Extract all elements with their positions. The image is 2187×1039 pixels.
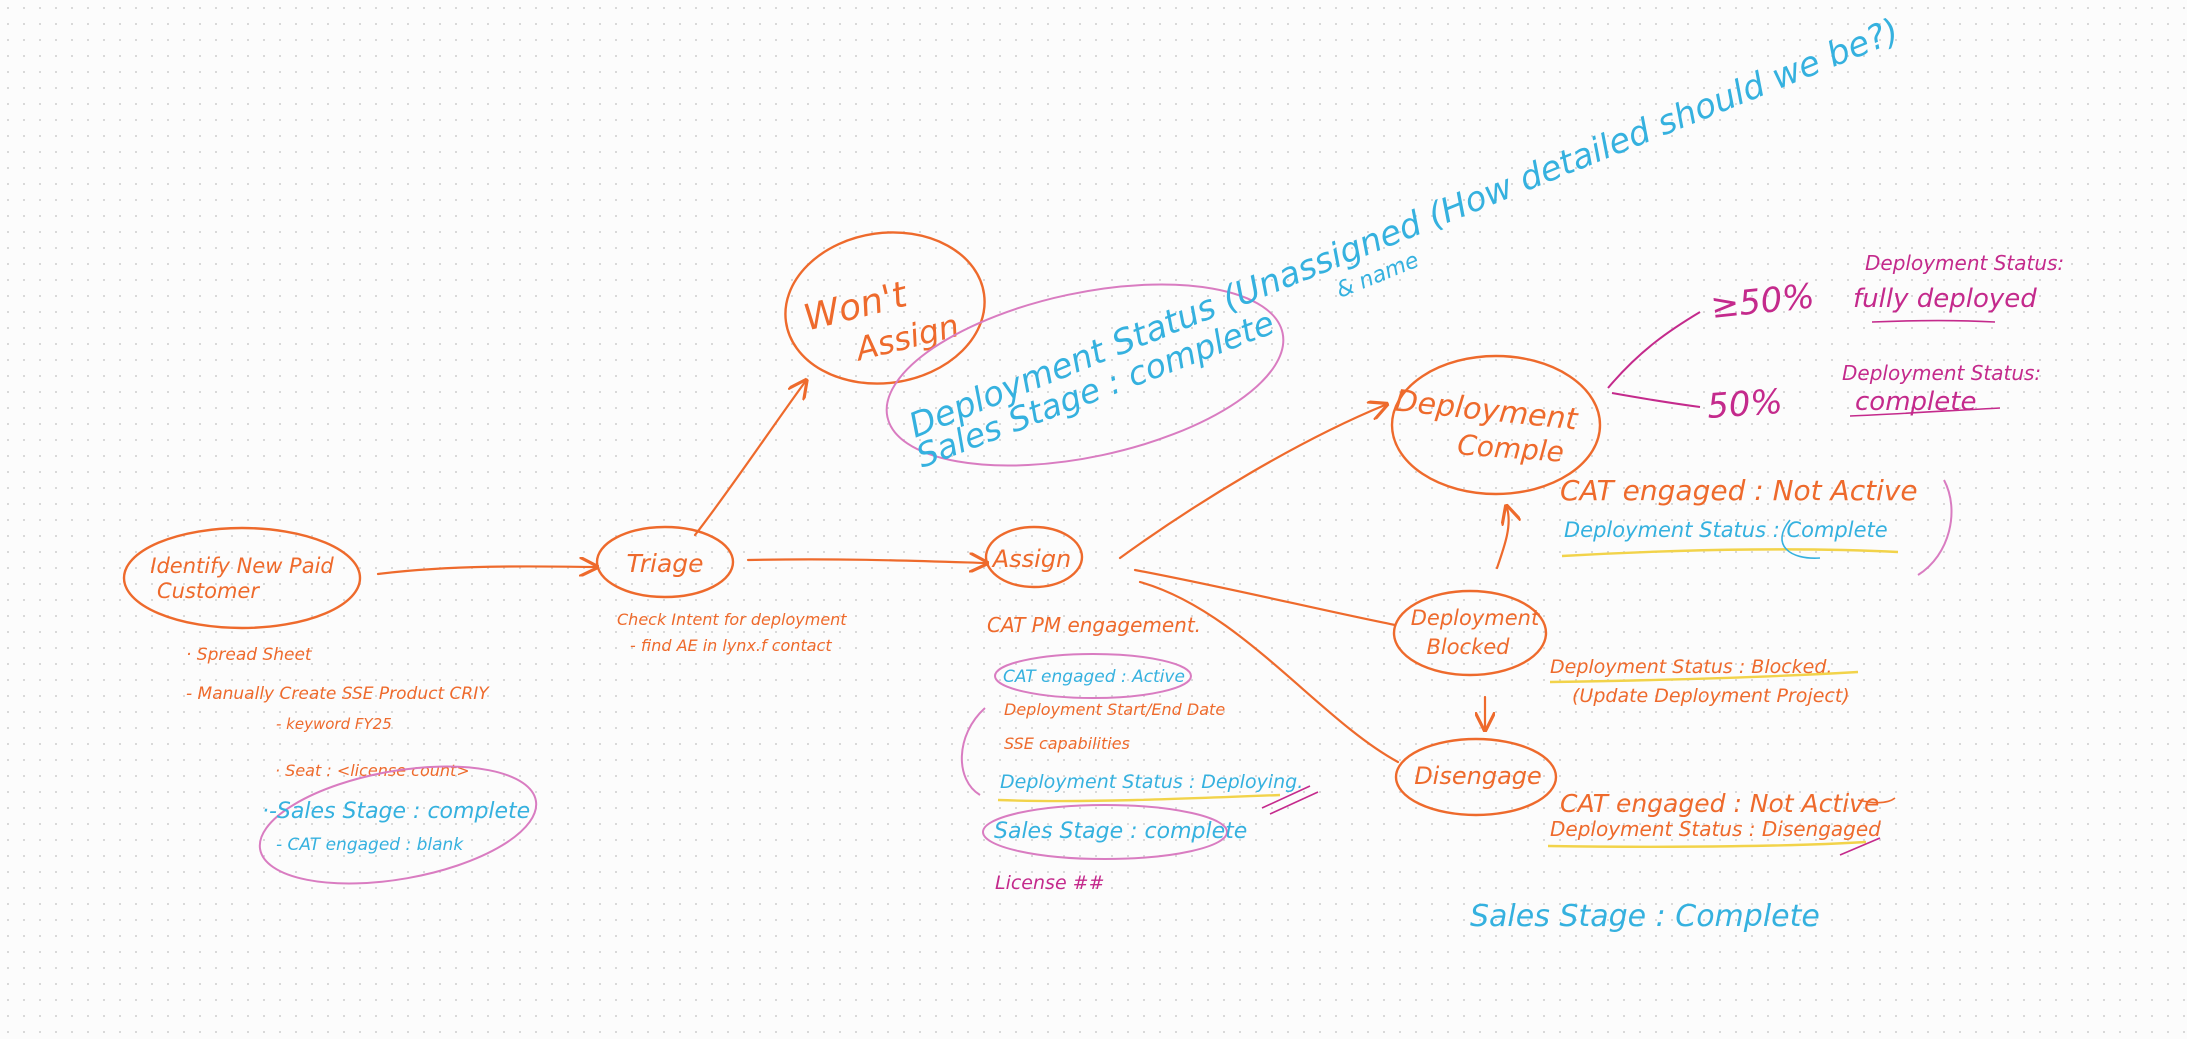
assign-deployment-status: Deployment Status : Deploying. xyxy=(1000,771,1303,793)
identify-highlight-circle xyxy=(258,765,538,885)
wont-assign-highlight-circle xyxy=(885,283,1285,467)
identify-notes: · Spread Sheet - Manually Create SSE Pro… xyxy=(186,645,538,885)
node-identify-label-line1: Identify New Paid xyxy=(150,554,334,578)
assign-sales-highlight-circle xyxy=(982,804,1228,860)
disengage-cat-engaged: CAT engaged : Not Active xyxy=(1560,789,1879,818)
percent-branches: ≥50% 50% Deployment Status: fully deploy… xyxy=(1607,251,2064,427)
identify-note-2: - Manually Create SSE Product CRIY xyxy=(186,684,490,704)
arrow-blocked-to-complete xyxy=(1495,508,1509,570)
node-identify-label-line2: Customer xyxy=(157,579,260,603)
blocked-status-underline xyxy=(1549,670,1859,684)
complete-bracket xyxy=(1917,479,1953,576)
wont-assign-notes: Deployment Status (Unassigned (How detai… xyxy=(885,11,1905,475)
node-blocked-label-line1: Deployment xyxy=(1411,606,1540,630)
complete-status-mark xyxy=(1781,519,1821,559)
pct-high-status-line1: Deployment Status: xyxy=(1865,251,2064,275)
line-assign-to-blocked xyxy=(1133,568,1397,627)
arrow-identify-to-triage xyxy=(376,566,595,574)
arrow-assign-to-complete xyxy=(1118,405,1385,560)
pct-high-underline xyxy=(1871,319,1996,323)
disengage-cat-mark xyxy=(1857,797,1896,804)
branch-line-low xyxy=(1611,392,1701,408)
disengage-deployment-status: Deployment Status : Disengaged xyxy=(1550,817,1881,841)
branch-line-high xyxy=(1607,311,1701,389)
disengage-notes: CAT engaged : Not Active Deployment Stat… xyxy=(1470,789,1896,934)
node-blocked-label-line2: Blocked xyxy=(1426,635,1510,659)
node-disengage: Disengage xyxy=(1394,737,1558,817)
complete-cat-engaged: CAT engaged : Not Active xyxy=(1560,474,1918,507)
node-deployment-blocked: Deployment Blocked xyxy=(1392,589,1548,677)
pct-low-status-line1: Deployment Status: xyxy=(1842,361,2041,385)
triage-note-1: Check Intent for deployment xyxy=(617,610,847,629)
blocked-update-project: (Update Deployment Project) xyxy=(1572,685,1850,707)
identify-note-1: · Spread Sheet xyxy=(186,645,313,665)
wont-assign-deployment-status: Deployment Status (Unassigned (How detai… xyxy=(903,11,1904,447)
complete-notes: CAT engaged : Not Active Deployment Stat… xyxy=(1560,474,1953,576)
blocked-deployment-status: Deployment Status : Blocked. xyxy=(1550,656,1832,678)
assign-cat-engaged: CAT engaged : Active xyxy=(1003,667,1185,687)
pct-high-status-line2: fully deployed xyxy=(1853,284,2037,314)
percent-low: 50% xyxy=(1706,382,1784,427)
identify-note-3: - keyword FY25 xyxy=(276,715,392,733)
node-assign-label: Assign xyxy=(991,545,1072,573)
arrow-triage-to-assign xyxy=(746,559,985,563)
identify-note-4: · Seat : <license count> xyxy=(275,761,470,780)
assign-status-tick xyxy=(1261,785,1319,815)
node-assign: Assign xyxy=(984,525,1084,589)
assign-sales-stage: Sales Stage : complete xyxy=(994,819,1247,844)
node-disengage-label: Disengage xyxy=(1414,762,1542,790)
assign-notes: CAT PM engagement. CAT engaged : Active … xyxy=(960,613,1319,894)
complete-deployment-status: Deployment Status : Complete xyxy=(1564,518,1888,542)
complete-status-underline xyxy=(1561,548,1899,558)
triage-notes: Check Intent for deployment - find AE in… xyxy=(617,610,847,655)
line-assign-to-disengage xyxy=(1138,580,1400,764)
node-wont-assign: Won't Assign xyxy=(784,231,986,385)
assign-cat-highlight-circle xyxy=(994,653,1192,699)
node-triage-label: Triage xyxy=(626,549,703,578)
node-triage: Triage xyxy=(595,525,735,599)
identify-sales-stage: ·-Sales Stage : complete xyxy=(262,799,530,824)
disengage-status-underline xyxy=(1547,840,1867,848)
assign-license: License ## xyxy=(995,872,1105,894)
arrow-triage-to-wontassign xyxy=(693,382,805,537)
node-identify-new-paid-customer: Identify New Paid Customer xyxy=(122,526,362,630)
assign-dates: Deployment Start/End Date xyxy=(1004,700,1225,719)
disengage-sales-stage: Sales Stage : Complete xyxy=(1470,899,1820,934)
assign-sse-capabilities: SSE capabilities xyxy=(1004,734,1130,753)
node-complete-label-line2: Comple xyxy=(1456,428,1565,468)
assign-bracket xyxy=(960,707,986,796)
disengage-status-tick xyxy=(1839,837,1881,856)
identify-cat-engaged: - CAT engaged : blank xyxy=(276,835,464,855)
assign-title: CAT PM engagement. xyxy=(987,613,1201,637)
triage-note-2: - find AE in lynx.f contact xyxy=(630,636,832,655)
assign-status-underline xyxy=(997,793,1281,803)
pct-low-underline xyxy=(1849,407,2001,417)
blocked-notes: Deployment Status : Blocked. (Update Dep… xyxy=(1549,656,1859,707)
percent-high: ≥50% xyxy=(1709,276,1817,327)
